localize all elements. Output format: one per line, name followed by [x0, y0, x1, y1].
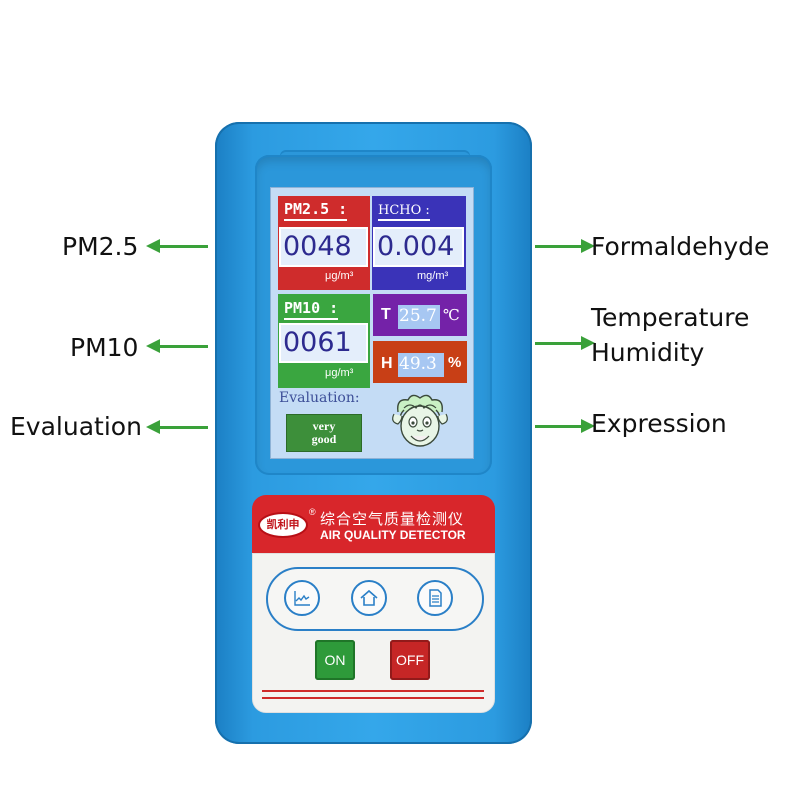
callout-formaldehyde-arrow-icon — [535, 239, 595, 253]
power-on-button[interactable]: ON — [315, 640, 355, 680]
document-icon — [429, 589, 442, 607]
hcho-title: HCHO : — [378, 203, 430, 221]
pm25-title: PM2.5 : — [284, 200, 348, 221]
pm10-unit: μg/m³ — [325, 367, 354, 379]
callout-formaldehyde-label: Formaldehyde — [591, 232, 770, 261]
humidity-letter: H — [381, 355, 393, 372]
evaluation-label: Evaluation: — [279, 390, 360, 406]
callout-expression-label: Expression — [591, 409, 727, 438]
callout-pm10-arrow-icon — [146, 339, 208, 353]
decor-stripe — [262, 690, 484, 692]
evaluation-badge: very good — [286, 414, 362, 452]
pm25-unit: μg/m³ — [325, 270, 354, 282]
power-off-button[interactable]: OFF — [390, 640, 430, 680]
pm10-title: PM10 : — [284, 299, 339, 320]
chart-button[interactable] — [284, 580, 320, 616]
smiling-face-icon — [392, 394, 448, 447]
callout-humidity-label: Humidity — [591, 338, 705, 367]
temperature-value: 25.7 — [398, 305, 440, 329]
humidity-value: 49.3 — [398, 353, 444, 377]
chart-icon — [294, 591, 310, 606]
home-icon — [360, 589, 378, 606]
document-button[interactable] — [417, 580, 453, 616]
temperature-unit: ℃ — [443, 306, 460, 324]
hcho-value: 0.004 — [373, 227, 464, 267]
home-button[interactable] — [351, 580, 387, 616]
brand-logo: 凯利申 — [258, 512, 308, 538]
registered-mark: ® — [309, 507, 316, 517]
evaluation-badge-line1: very — [312, 419, 336, 433]
brand-name-en: AIR QUALITY DETECTOR — [320, 528, 466, 542]
callout-temp-humidity-arrow-icon — [535, 336, 595, 350]
pm25-value: 0048 — [279, 227, 368, 267]
decor-stripe — [262, 697, 484, 699]
callout-expression-arrow-icon — [535, 419, 595, 433]
callout-evaluation-label: Evaluation — [10, 412, 142, 441]
callout-evaluation-arrow-icon — [146, 420, 208, 434]
callout-temperature-label: Temperature — [591, 303, 750, 332]
brand-name-cn: 综合空气质量检测仪 — [320, 510, 465, 528]
evaluation-badge-line2: good — [311, 432, 337, 446]
hcho-unit: mg/m³ — [417, 270, 449, 282]
callout-pm25-arrow-icon — [146, 239, 208, 253]
callout-pm10-label: PM10 — [70, 333, 139, 362]
humidity-unit: % — [448, 354, 462, 371]
callout-pm25-label: PM2.5 — [62, 232, 139, 261]
temperature-letter: T — [381, 306, 391, 323]
pm10-value: 0061 — [279, 323, 368, 363]
